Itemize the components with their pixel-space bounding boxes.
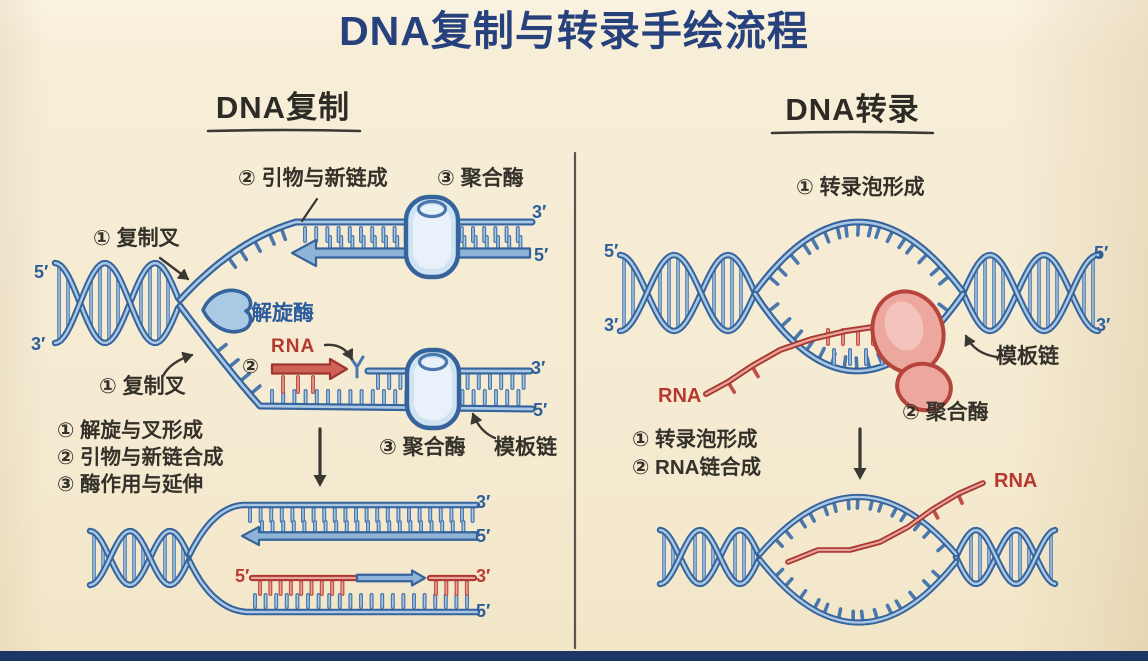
transcription-bubble-label: ① 转录泡形成 (796, 176, 925, 199)
helicase-label: 解旋酶 (251, 302, 314, 325)
product-okazaki-3prime: 3′ (476, 566, 491, 586)
product-top-5prime: 5′ (476, 526, 491, 546)
replication-fork-bottom-label: ① 复制叉 (99, 375, 186, 398)
replication-step-3: ③ 酶作用与延伸 (57, 473, 204, 496)
polymerase-bottom-label: ③ 聚合酶 (379, 436, 466, 459)
footer-bar (0, 651, 1148, 661)
rep-arm-bottom-5prime: 5′ (533, 400, 548, 420)
transcription-step-2: ② RNA链合成 (632, 456, 761, 479)
transcription-steps-list: ① 转录泡形成 ② RNA链合成 (632, 426, 761, 482)
trans-helix-right-3prime: 3′ (1096, 315, 1111, 335)
template-strand-label-right: 模板链 (996, 345, 1059, 368)
rep-arm-top-3prime: 3′ (532, 202, 547, 222)
replication-diagram-drawing (51, 194, 536, 487)
divider-and-rules (206, 128, 935, 650)
right-section-heading: DNA转录 (785, 92, 920, 127)
product-okazaki-5prime: 5′ (235, 566, 250, 586)
rna-mid-label: RNA (658, 385, 702, 407)
page-title: DNA复制与转录手绘流程 (339, 8, 809, 54)
polymerase-top-label: ③ 聚合酶 (437, 167, 524, 190)
replication-product-drawing (86, 501, 481, 616)
primer-new-strand-label: ② 引物与新链成 (238, 167, 388, 190)
replication-steps-list: ① 解旋与叉形成 ② 引物与新链合成 ③ 酶作用与延伸 (57, 417, 224, 498)
rna-polymerase-label: ② 聚合酶 (902, 401, 989, 424)
left-section-heading: DNA复制 (215, 90, 351, 125)
trans-helix-left-3prime: 3′ (604, 315, 619, 335)
replication-step-2: ② 引物与新链合成 (57, 446, 224, 469)
replication-fork-top-label: ① 复制叉 (93, 227, 180, 250)
transcription-diagram-drawing (616, 218, 1102, 480)
product-bottom-5prime: 5′ (476, 601, 491, 621)
trans-helix-left-5prime: 5′ (604, 241, 619, 261)
rep-helix-3prime: 3′ (31, 334, 46, 354)
template-strand-label-left: 模板链 (494, 436, 557, 459)
rna-primer-label: RNA (271, 336, 316, 357)
replication-step-1: ① 解旋与叉形成 (57, 419, 204, 442)
transcription-step-1: ① 转录泡形成 (632, 428, 758, 451)
rep-helix-5prime: 5′ (34, 262, 49, 282)
rep-arm-top-5prime: 5′ (534, 245, 549, 265)
rna-product-label: RNA (994, 470, 1038, 492)
transcription-product-drawing (656, 480, 1059, 626)
step2-marker-label: ② (242, 356, 259, 378)
rep-arm-bottom-3prime: 3′ (531, 358, 546, 378)
trans-helix-right-5prime: 5′ (1094, 243, 1109, 263)
product-top-3prime: 3′ (476, 492, 491, 512)
